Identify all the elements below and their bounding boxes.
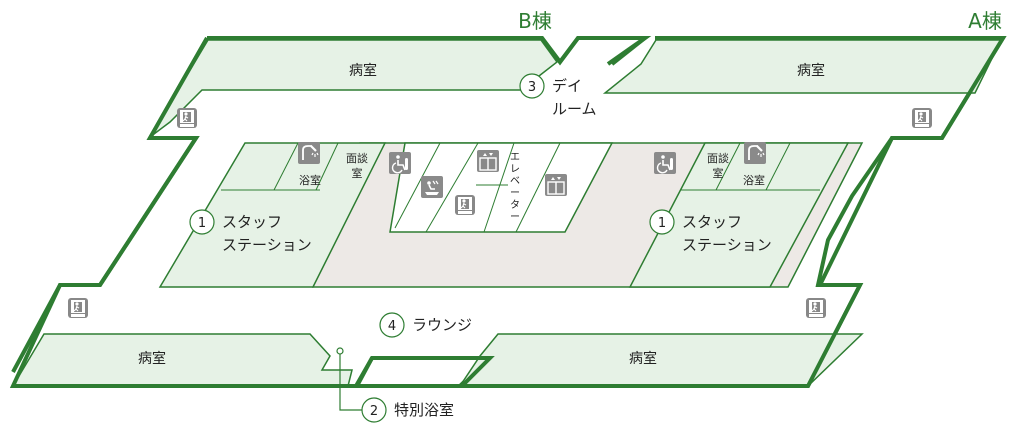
svg-text:3: 3 [528,80,536,95]
callout-day-room: 3 デイ ルーム [519,73,597,118]
svg-text:タ: タ [510,199,520,211]
bathing-icon [420,175,444,199]
callout-staff-station-right: 1 スタッフ ステーション [649,209,772,254]
svg-text:スタッフ: スタッフ [222,213,282,231]
building-b-label: B棟 [518,9,552,33]
staff-station-left [158,142,387,288]
building-a-label: A棟 [968,9,1002,33]
interview-label-right-2: 室 [713,166,724,180]
elevator-icon [544,173,568,197]
elevator-icon [476,149,500,173]
svg-text:ステーション: ステーション [682,236,772,254]
ward-room-bottom-left [11,333,353,387]
ward-label-top-right: 病室 [797,62,825,79]
wheelchair-toilet-icon [388,151,412,175]
emergency-exit-icon [176,107,198,129]
shower-icon [296,140,322,166]
elevator-label: エ レ ベ ー タ ー [510,152,520,223]
svg-text:ー: ー [510,188,520,199]
ward-room-top-left [149,39,559,138]
interview-label-left-2: 室 [352,166,363,180]
svg-text:ー: ー [510,212,520,223]
svg-text:特別浴室: 特別浴室 [394,401,454,419]
svg-text:2: 2 [370,404,378,419]
interview-label-right-1: 面談 [707,151,729,165]
callout-lounge: 4 ラウンジ [379,312,472,338]
svg-text:ステーション: ステーション [222,236,312,254]
ward-label-bottom-left: 病室 [138,350,166,367]
interview-label-left-1: 面談 [346,151,368,165]
wheelchair-toilet-icon [653,151,677,175]
callout-special-bath: 2 特別浴室 [336,347,454,423]
callout-staff-station-left: 1 スタッフ ステーション [189,209,312,254]
svg-text:ラウンジ: ラウンジ [412,316,472,334]
bath-label-left: 浴室 [299,173,321,187]
ward-label-bottom-right: 病室 [629,350,657,367]
svg-text:スタッフ: スタッフ [682,213,742,231]
svg-text:1: 1 [658,216,666,231]
svg-text:レ: レ [510,164,520,175]
shower-icon [742,140,768,166]
staff-station-right [628,142,850,288]
emergency-exit-icon [911,107,933,129]
ward-label-top-left: 病室 [349,62,377,79]
bath-label-right: 浴室 [743,173,765,187]
ward-room-bottom-right [458,333,864,387]
emergency-exit-icon [67,297,89,319]
emergency-exit-icon [454,194,476,216]
svg-text:1: 1 [198,216,206,231]
svg-text:エ: エ [510,152,520,163]
svg-text:ルーム: ルーム [552,100,597,118]
emergency-exit-icon [805,297,827,319]
svg-text:デイ: デイ [552,77,582,95]
svg-text:ベ: ベ [510,175,520,187]
svg-text:4: 4 [388,319,396,334]
